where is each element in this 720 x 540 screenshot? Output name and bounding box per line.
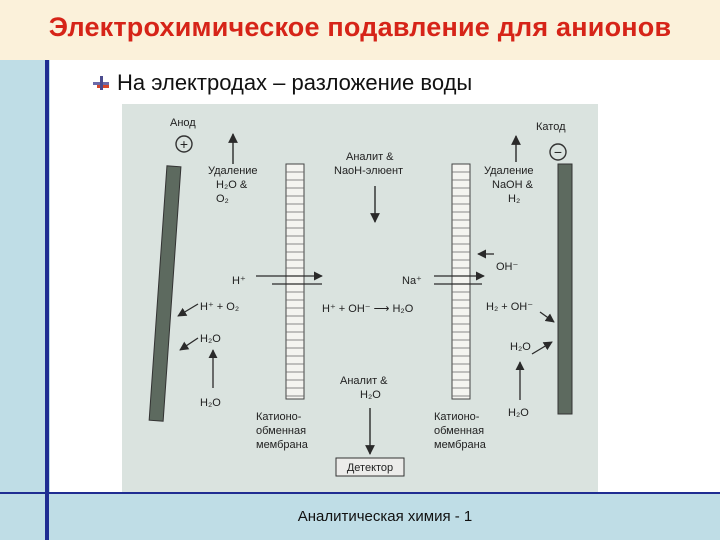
membrane-left (285, 163, 305, 400)
h2o-right-bottom-label: H₂O (508, 407, 529, 419)
detector-label: Детектор (347, 462, 393, 474)
h2-oh-label: H₂ + OH⁻ (486, 301, 533, 313)
paper-tint (122, 104, 598, 492)
left-accent-rule (45, 60, 49, 540)
slide-title: Электрохимическое подавление для анионов (48, 12, 672, 42)
h-o2-label: H⁺ + O₂ (200, 301, 239, 313)
bullet-text: На электродах – разложение воды (117, 70, 473, 95)
membrane-left-line2: обменная (256, 425, 306, 437)
neutralization-reaction: H⁺ + OH⁻ ⟶ H₂O (322, 303, 414, 315)
right-top-line1: Удаление (484, 165, 534, 177)
right-top-line3: H₂ (508, 193, 520, 205)
oh-label: OH⁻ (496, 261, 519, 273)
left-top-line3: O₂ (216, 193, 229, 205)
anode-label: Анод (170, 117, 196, 129)
minus-icon-circle (549, 143, 567, 161)
h-o2-arrow (177, 303, 199, 317)
cathode-sign: − (554, 144, 562, 160)
left-top-line1: Удаление (208, 165, 258, 177)
title-bar (0, 0, 720, 60)
electrochemical-suppression-diagram: + Анод − Катод Удаление H₂O & O₂ Удалени… (122, 104, 598, 492)
membrane-right-line3: мембрана (434, 439, 487, 451)
slide-footer: Аналитическая химия - 1 (297, 508, 473, 525)
cathode-label: Катод (536, 121, 566, 133)
h2-oh-arrow (539, 311, 555, 323)
h2o-right-label: H₂O (510, 341, 531, 353)
left-top-line2: H₂O & (216, 179, 248, 191)
h-plus-label: H⁺ (232, 275, 246, 287)
membrane-right (451, 163, 471, 400)
center-bottom-line1: Аналит & (340, 375, 388, 387)
membrane-right-line1: Катионо- (434, 411, 480, 423)
membrane-right-line2: обменная (434, 425, 484, 437)
bottom-accent-rule (0, 492, 720, 494)
right-top-line2: NaOH & (492, 179, 534, 191)
membrane-left-line1: Катионо- (256, 411, 302, 423)
bullet-icon (93, 76, 109, 90)
detector-box (335, 457, 405, 477)
anode-sign: + (180, 136, 188, 152)
membrane-left-line3: мембрана (256, 439, 309, 451)
h2o-left-label: H₂O (200, 333, 221, 345)
center-top-line1: Аналит & (346, 151, 394, 163)
h2o-left-arrow (179, 337, 199, 351)
center-bottom-line2: H₂O (360, 389, 381, 401)
na-label: Na⁺ (402, 275, 422, 287)
h2o-left-bottom-label: H₂O (200, 397, 221, 409)
plus-icon-circle (175, 135, 193, 153)
anode-electrode (148, 165, 182, 422)
h2o-right-arrow (531, 341, 553, 355)
cathode-electrode (557, 163, 573, 415)
center-top-line2: NaoH-элюент (334, 165, 403, 177)
